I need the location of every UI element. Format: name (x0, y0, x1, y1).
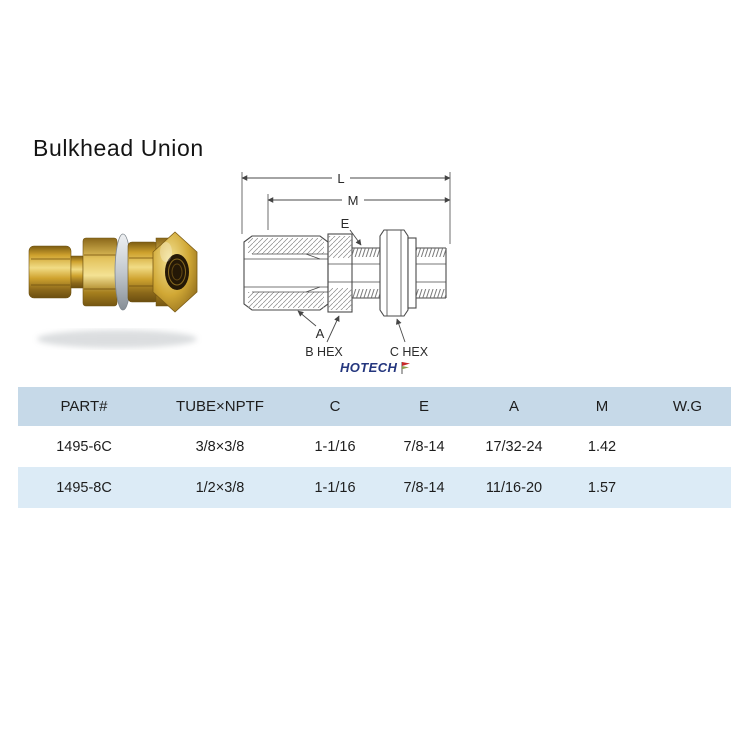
cell-part-number: 1495-8C (56, 479, 112, 496)
cell-a: 11/16-20 (485, 479, 543, 496)
cell-c: 1-1/16 (314, 479, 356, 496)
brass-fitting-image (28, 231, 198, 313)
brand-logo: HOTECH (340, 360, 412, 375)
cell-a: 17/32-24 (485, 438, 543, 455)
cell-wg (644, 467, 731, 508)
header-part-number: PART# (18, 387, 150, 426)
header-tube-nptf: TUBE×NPTF (150, 387, 290, 426)
cell-tube-nptf: 1/2×3/8 (195, 479, 245, 496)
technical-diagram: L M E A B HEX C HEX (241, 171, 451, 359)
cell-part-number: 1495-6C (56, 438, 112, 455)
cell-e: 7/8-14 (403, 479, 445, 496)
table-row: 1495-8C 1/2×3/8 1-1/16 7/8-14 11/16-20 1… (18, 467, 731, 508)
dim-label-A: A (316, 326, 325, 341)
brand-name: HOTECH (340, 360, 398, 375)
spec-table: PART# TUBE×NPTF C E A M W.G 1495-6C 3/8×… (18, 387, 731, 508)
header-c: C (290, 387, 380, 426)
product-photo (28, 231, 198, 348)
cell-e: 7/8-14 (403, 438, 445, 455)
dim-label-L: L (337, 171, 344, 186)
header-m: M (560, 387, 644, 426)
photo-shadow (37, 330, 197, 348)
cell-wg (644, 426, 731, 467)
diagram-linework (241, 172, 451, 343)
header-a: A (468, 387, 560, 426)
page-title: Bulkhead Union (33, 135, 204, 161)
dim-label-C-hex: C HEX (390, 345, 429, 359)
header-wg: W.G (644, 387, 731, 426)
cell-tube-nptf: 3/8×3/8 (195, 438, 245, 455)
cell-c: 1-1/16 (314, 438, 356, 455)
cell-m: 1.42 (587, 438, 617, 455)
header-e: E (380, 387, 468, 426)
brand-flag-icon (401, 362, 411, 374)
dim-label-M: M (348, 193, 359, 208)
table-row: 1495-6C 3/8×3/8 1-1/16 7/8-14 17/32-24 1… (18, 426, 731, 467)
cell-m: 1.57 (587, 479, 617, 496)
dim-label-B-hex: B HEX (305, 345, 343, 359)
table-header-row: PART# TUBE×NPTF C E A M W.G (18, 387, 731, 426)
dim-label-E: E (341, 216, 350, 231)
